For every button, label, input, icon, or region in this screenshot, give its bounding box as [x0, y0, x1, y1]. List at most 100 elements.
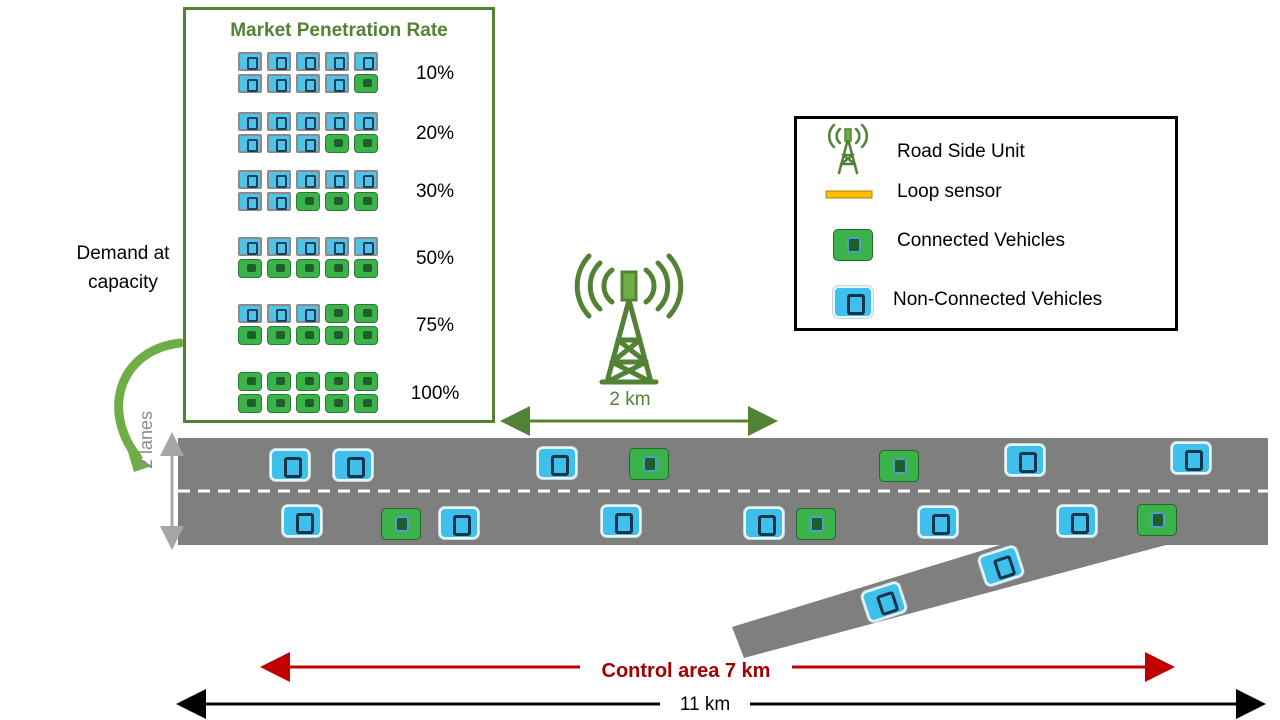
non-connected-vehicle-icon — [1005, 444, 1045, 476]
connected-vehicle-icon — [267, 259, 291, 278]
connected-vehicle-icon — [354, 134, 378, 153]
legend-rsu-label: Road Side Unit — [897, 141, 1025, 162]
non-connected-vehicle-icon — [238, 170, 262, 189]
non-connected-vehicle-icon — [296, 170, 320, 189]
penetration-car-grid — [238, 170, 380, 212]
connected-vehicle-icon — [879, 450, 919, 482]
penetration-car-grid — [238, 52, 380, 94]
penetration-car-grid — [238, 112, 380, 154]
non-connected-vehicle-icon — [238, 192, 262, 211]
non-connected-vehicle-icon — [267, 304, 291, 323]
non-connected-vehicle-icon — [325, 74, 349, 93]
penetration-rate-label: 10% — [415, 63, 455, 84]
non-connected-vehicle-icon — [296, 52, 320, 71]
non-connected-vehicle-icon — [333, 449, 373, 481]
connected-vehicle-icon — [296, 259, 320, 278]
non-connected-vehicle-icon — [354, 170, 378, 189]
connected-vehicle-icon — [325, 259, 349, 278]
connected-vehicle-icon — [325, 372, 349, 391]
non-connected-vehicle-icon — [354, 112, 378, 131]
non-connected-vehicle-icon — [325, 170, 349, 189]
connected-vehicle-icon — [354, 304, 378, 323]
rsu-range-label: 2 km — [609, 389, 651, 410]
non-connected-vehicle-icon — [267, 112, 291, 131]
market-penetration-title: Market Penetration Rate — [230, 20, 448, 41]
non-connected-vehicle-icon — [267, 192, 291, 211]
non-connected-vehicle-icon — [238, 134, 262, 153]
non-connected-vehicle-icon — [296, 304, 320, 323]
penetration-row: 30% — [186, 170, 492, 216]
connected-vehicle-icon — [354, 259, 378, 278]
penetration-row: 100% — [186, 372, 492, 418]
connected-vehicle-icon — [238, 326, 262, 345]
non-connected-vehicle-icon — [270, 449, 310, 481]
connected-vehicle-icon — [238, 259, 262, 278]
non-connected-vehicle-icon — [238, 74, 262, 93]
connected-vehicle-icon — [267, 326, 291, 345]
penetration-rate-label: 30% — [415, 181, 455, 202]
penetration-row: 50% — [186, 237, 492, 283]
connected-vehicle-icon — [267, 372, 291, 391]
non-connected-vehicle-icon — [918, 506, 958, 538]
legend: Road Side Unit Loop sensor Connected Veh… — [794, 116, 1178, 331]
penetration-rate-label: 50% — [415, 248, 455, 269]
non-connected-vehicle-icon — [267, 237, 291, 256]
legend-loop-sensor-label: Loop sensor — [897, 181, 1002, 202]
connected-vehicle-icon — [629, 448, 669, 480]
non-connected-vehicle-icon — [1057, 505, 1097, 537]
connected-vehicle-icon — [325, 304, 349, 323]
connected-vehicle-icon — [325, 134, 349, 153]
total-length-label: 11 km — [660, 694, 750, 716]
penetration-car-grid — [238, 304, 380, 346]
connected-vehicle-icon — [296, 394, 320, 413]
penetration-rate-label: 75% — [415, 315, 455, 336]
non-connected-vehicle-icon — [325, 237, 349, 256]
connected-vehicle-icon — [325, 394, 349, 413]
connected-vehicle-icon — [267, 394, 291, 413]
non-connected-vehicle-icon — [296, 112, 320, 131]
connected-vehicle-icon — [381, 508, 421, 540]
penetration-rate-label: 20% — [415, 123, 455, 144]
connected-vehicle-icon — [354, 326, 378, 345]
non-connected-vehicle-icon — [267, 74, 291, 93]
legend-connected-vehicle-icon — [833, 229, 873, 261]
connected-vehicle-icon — [325, 192, 349, 211]
non-connected-vehicle-icon — [238, 237, 262, 256]
non-connected-vehicle-icon — [354, 52, 378, 71]
demand-arrow-head — [128, 452, 152, 472]
legend-connected-vehicles-label: Connected Vehicles — [897, 230, 1065, 251]
legend-rsu-icon — [827, 123, 869, 175]
market-penetration-panel: Market Penetration Rate 10% 20% 30% 50% 75% 1… — [183, 7, 495, 423]
connected-vehicle-icon — [296, 192, 320, 211]
non-connected-vehicle-icon — [238, 304, 262, 323]
non-connected-vehicle-icon — [238, 112, 262, 131]
connected-vehicle-icon — [796, 508, 836, 540]
non-connected-vehicle-icon — [296, 134, 320, 153]
non-connected-vehicle-icon — [267, 134, 291, 153]
non-connected-vehicle-icon — [238, 52, 262, 71]
connected-vehicle-icon — [296, 326, 320, 345]
non-connected-vehicle-icon — [282, 505, 322, 537]
non-connected-vehicle-icon — [439, 507, 479, 539]
non-connected-vehicle-icon — [296, 237, 320, 256]
non-connected-vehicle-icon — [537, 447, 577, 479]
lanes-label: 2 lanes — [136, 410, 156, 470]
penetration-car-grid — [238, 372, 380, 414]
legend-non-connected-vehicle-icon — [833, 286, 873, 318]
connected-vehicle-icon — [354, 394, 378, 413]
non-connected-vehicle-icon — [325, 112, 349, 131]
connected-vehicle-icon — [354, 372, 378, 391]
non-connected-vehicle-icon — [601, 505, 641, 537]
non-connected-vehicle-icon — [267, 170, 291, 189]
non-connected-vehicle-icon — [354, 237, 378, 256]
non-connected-vehicle-icon — [267, 52, 291, 71]
non-connected-vehicle-icon — [744, 507, 784, 539]
connected-vehicle-icon — [325, 326, 349, 345]
penetration-row: 20% — [186, 112, 492, 158]
connected-vehicle-icon — [238, 372, 262, 391]
non-connected-vehicle-icon — [325, 52, 349, 71]
penetration-row: 75% — [186, 304, 492, 350]
demand-arrow — [114, 338, 185, 463]
non-connected-vehicle-icon — [296, 74, 320, 93]
rsu-tower-icon — [574, 253, 684, 385]
